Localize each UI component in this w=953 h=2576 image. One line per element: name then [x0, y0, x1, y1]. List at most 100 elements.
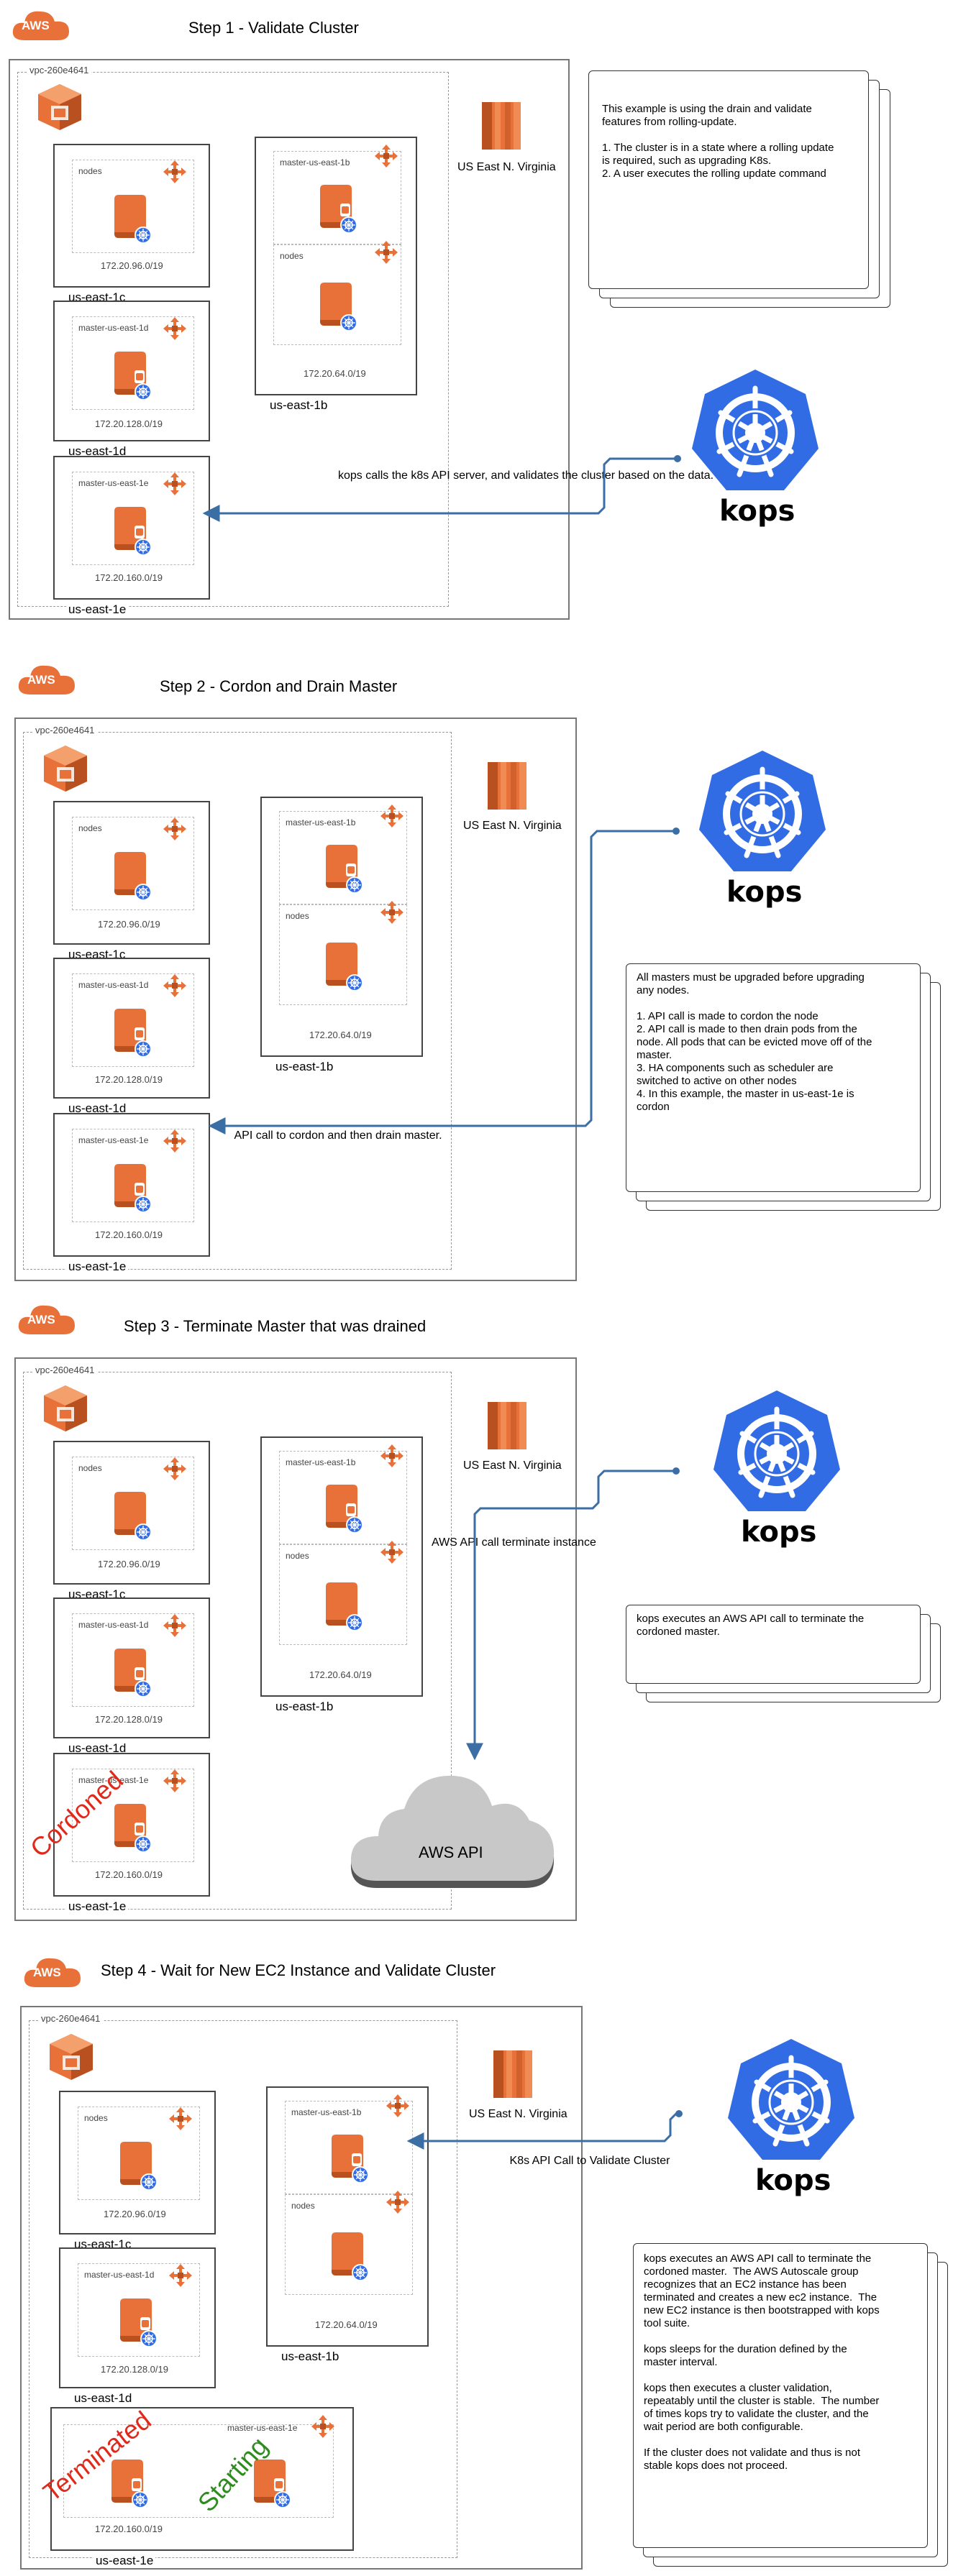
cidr-label: 172.20.64.0/19 — [309, 1669, 372, 1680]
cidr-label: 172.20.64.0/19 — [315, 2319, 378, 2330]
autoscale-icon — [380, 804, 404, 828]
az-us-east-1e: master-us-east-1e 172.20.160.0/19 us-eas… — [53, 1113, 210, 1274]
subnet-label: master-us-east-1e — [227, 2423, 298, 2433]
az-us-east-1d: master-us-east-1d 172.20.128.0/19 us-eas… — [59, 2247, 216, 2406]
vpc-icon — [42, 1384, 88, 1433]
az-label: us-east-1b — [279, 2350, 342, 2364]
vpc-label: vpc-260e4641 — [32, 725, 98, 735]
az-us-east-1b: master-us-east-1b nodes 172.20.64.0/19 u… — [266, 2086, 429, 2364]
region-icon — [485, 758, 529, 814]
subnet-label: master-us-east-1b — [280, 157, 350, 168]
az-label: us-east-1e — [94, 2554, 156, 2568]
subnet-nodes: nodes — [78, 2107, 200, 2200]
ec2-node-icon — [316, 280, 360, 333]
aws-badge-text: AWS — [22, 19, 50, 32]
ec2-node-icon — [110, 192, 155, 245]
aws-region-box: vpc-260e4641 US East N. Virginia nodes 1… — [20, 2006, 583, 2570]
vpc-label: vpc-260e4641 — [27, 65, 92, 75]
vpc-label: vpc-260e4641 — [32, 1365, 98, 1375]
subnet-label: master-us-east-1d — [78, 980, 149, 990]
subnet-master: master-us-east-1d — [72, 316, 194, 410]
subnet-master: master-us-east-1e — [72, 1129, 194, 1222]
az-label: us-east-1e — [66, 1260, 129, 1274]
cidr-label: 172.20.128.0/19 — [95, 1074, 163, 1085]
note-text: kops executes an AWS API call to termina… — [644, 2252, 880, 2472]
ec2-terminated-master-icon — [107, 2457, 152, 2510]
aws-region-box: vpc-260e4641 US East N. Virginia nodes 1… — [14, 1357, 577, 1921]
az-us-east-1c: nodes 172.20.96.0/19 us-east-1c — [53, 801, 210, 962]
cidr-label: 172.20.160.0/19 — [95, 2524, 163, 2534]
aws-badge-text: AWS — [33, 1966, 61, 1979]
ec2-node-icon — [110, 1489, 155, 1542]
subnet-master: master-us-east-1b — [279, 1451, 407, 1544]
autoscale-icon — [163, 472, 187, 496]
arrow-caption: API call to cordon and then drain master… — [234, 1129, 442, 1142]
autoscale-icon — [380, 900, 404, 925]
ec2-node-icon — [322, 1580, 366, 1633]
az-us-east-1e: master-us-east-1e 172.20.160.0/19 us-eas… — [53, 1753, 210, 1914]
subnet-master: master-us-east-1d — [78, 2263, 200, 2357]
kops-logo: kops — [698, 1388, 856, 1567]
note-card: This example is using the drain and vali… — [588, 70, 869, 289]
ec2-master-icon — [110, 1646, 155, 1699]
ec2-master-icon — [110, 349, 155, 402]
cidr-label: 172.20.128.0/19 — [101, 2364, 168, 2375]
subnet-nodes: nodes — [279, 1544, 407, 1645]
vpc-box: vpc-260e4641 — [17, 65, 449, 607]
step-4: AWS Step 4 - Wait for New EC2 Instance a… — [0, 1941, 953, 2576]
kops-logo: kops — [676, 367, 834, 546]
autoscale-icon — [163, 1457, 187, 1481]
subnet-nodes: nodes — [72, 160, 194, 253]
region-label: US East N. Virginia — [463, 820, 562, 832]
region-label: US East N. Virginia — [469, 2108, 567, 2120]
aws-badge-text: AWS — [27, 1313, 55, 1326]
az-us-east-1b: master-us-east-1b nodes 172.20.64.0/19 u… — [260, 1436, 423, 1714]
step-title: Step 2 - Cordon and Drain Master — [160, 677, 398, 695]
cidr-label: 172.20.160.0/19 — [95, 1869, 163, 1880]
subnet-master — [63, 2424, 334, 2518]
autoscale-icon — [168, 2263, 193, 2288]
note-card: kops executes an AWS API call to termina… — [633, 2243, 928, 2548]
cidr-label: 172.20.64.0/19 — [304, 368, 366, 379]
ec2-node-icon — [110, 849, 155, 902]
ec2-master-icon — [316, 182, 360, 235]
step-title: Step 1 - Validate Cluster — [188, 19, 359, 37]
arrow-caption: AWS API call terminate instance — [432, 1536, 596, 1549]
az-label: us-east-1d — [72, 2391, 134, 2406]
az-us-east-1e: master-us-east-1e 172.20.160.0/19 us-eas… — [53, 456, 210, 617]
vpc-icon — [37, 83, 83, 132]
kubernetes-helm-icon — [698, 1388, 856, 1513]
ec2-master-icon — [322, 842, 366, 895]
autoscale-icon — [163, 1769, 187, 1793]
az-us-east-1c: nodes 172.20.96.0/19 us-east-1c — [53, 144, 210, 305]
ec2-master-icon — [110, 504, 155, 557]
step-1: AWS Step 1 - Validate Cluster vpc-260e46… — [0, 0, 953, 633]
az-us-east-1b: master-us-east-1b nodes 172.20.64.0/19 u… — [255, 137, 417, 413]
cidr-label: 172.20.64.0/19 — [309, 1030, 372, 1040]
subnet-label: nodes — [286, 1551, 309, 1561]
subnet-label: nodes — [78, 823, 102, 833]
subnet-label: master-us-east-1e — [78, 1135, 149, 1145]
az-us-east-1c: nodes 172.20.96.0/19 us-east-1c — [53, 1441, 210, 1602]
autoscale-icon — [386, 2094, 410, 2118]
cidr-label: 172.20.128.0/19 — [95, 418, 163, 429]
note-card: kops executes an AWS API call to termina… — [626, 1605, 921, 1684]
aws-api-label: AWS API — [419, 1843, 483, 1861]
autoscale-icon — [163, 1613, 187, 1638]
ec2-master-icon — [322, 1482, 366, 1535]
vpc-icon — [48, 2032, 94, 2081]
subnet-label: master-us-east-1b — [286, 1457, 356, 1467]
autoscale-icon — [311, 2414, 335, 2439]
region-label: US East N. Virginia — [463, 1459, 562, 1472]
autoscale-icon — [163, 973, 187, 998]
az-label: us-east-1e — [66, 1899, 129, 1914]
az-label: us-east-1d — [66, 1741, 129, 1756]
subnet-master: master-us-east-1e — [72, 1769, 194, 1862]
subnet-nodes: nodes — [273, 244, 401, 345]
step-title: Step 3 - Terminate Master that was drain… — [124, 1317, 427, 1335]
autoscale-icon — [163, 1129, 187, 1153]
step-3: AWS Step 3 - Terminate Master that was d… — [0, 1294, 953, 1941]
az-label: us-east-1d — [66, 444, 129, 459]
autoscale-icon — [374, 240, 398, 265]
az-us-east-1d: master-us-east-1d 172.20.128.0/19 us-eas… — [53, 1598, 210, 1756]
